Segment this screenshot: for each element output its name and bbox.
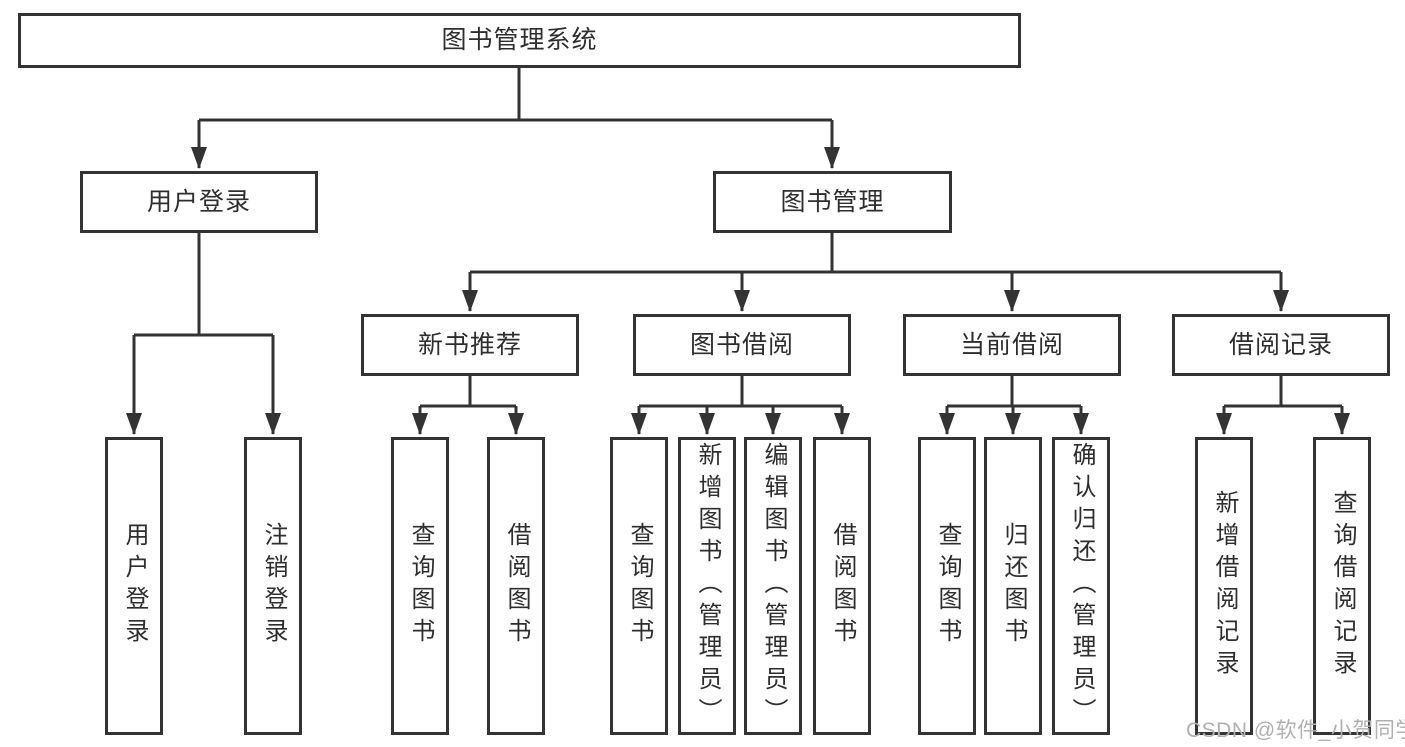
- node-label: 查询图书: [934, 522, 961, 650]
- node-label: 查询图书: [626, 522, 653, 650]
- node-current-borrowing: 当前借阅: [903, 314, 1121, 376]
- leaf-user-login: 用户登录: [105, 437, 163, 735]
- node-label: 图书管理: [780, 187, 885, 216]
- node-label: 当前借阅: [959, 330, 1064, 359]
- node-new-book-recommendation: 新书推荐: [361, 314, 579, 376]
- node-label: 图书借阅: [689, 330, 794, 359]
- leaf-query-books-current: 查询图书: [918, 437, 976, 735]
- leaf-add-book-admin: 新增图书（管理员）: [678, 437, 736, 735]
- node-label: 新增图书（管理员）: [694, 442, 721, 730]
- node-label: 借阅记录: [1228, 330, 1333, 359]
- leaf-borrow-books-borrow: 借阅图书: [813, 437, 871, 735]
- node-user-login: 用户登录: [80, 171, 318, 233]
- node-label: 归还图书: [1000, 522, 1027, 650]
- node-label: 编辑图书（管理员）: [760, 442, 787, 730]
- leaf-logout: 注销登录: [244, 437, 302, 735]
- leaf-query-books-borrow: 查询图书: [610, 437, 668, 735]
- leaf-borrow-books-recommend: 借阅图书: [487, 437, 545, 735]
- leaf-add-borrow-record: 新增借阅记录: [1195, 437, 1253, 735]
- leaf-query-books-recommend: 查询图书: [391, 437, 449, 735]
- node-label: 借阅图书: [829, 522, 856, 650]
- node-label: 确认归还（管理员）: [1068, 442, 1095, 730]
- node-book-borrowing: 图书借阅: [633, 314, 851, 376]
- leaf-edit-book-admin: 编辑图书（管理员）: [744, 437, 802, 735]
- node-label: 新书推荐: [417, 330, 522, 359]
- node-label: 用户登录: [146, 187, 251, 216]
- node-label: 注销登录: [260, 522, 287, 650]
- leaf-return-books: 归还图书: [984, 437, 1042, 735]
- node-label: 查询图书: [407, 522, 434, 650]
- connector-group: [126, 68, 1350, 435]
- node-label: 用户登录: [121, 522, 148, 650]
- csdn-watermark: CSDN @软件_小贺同学: [1186, 719, 1405, 742]
- node-label: 查询借阅记录: [1329, 490, 1356, 682]
- node-label: 图书管理系统: [441, 26, 598, 54]
- node-label: 借阅图书: [503, 522, 530, 650]
- node-borrowing-records: 借阅记录: [1172, 314, 1390, 376]
- leaf-confirm-return-admin: 确认归还（管理员）: [1052, 437, 1110, 735]
- node-library-system: 图书管理系统: [18, 13, 1021, 68]
- leaf-query-borrow-record: 查询借阅记录: [1313, 437, 1371, 735]
- node-book-management: 图书管理: [713, 171, 952, 233]
- node-label: 新增借阅记录: [1211, 490, 1238, 682]
